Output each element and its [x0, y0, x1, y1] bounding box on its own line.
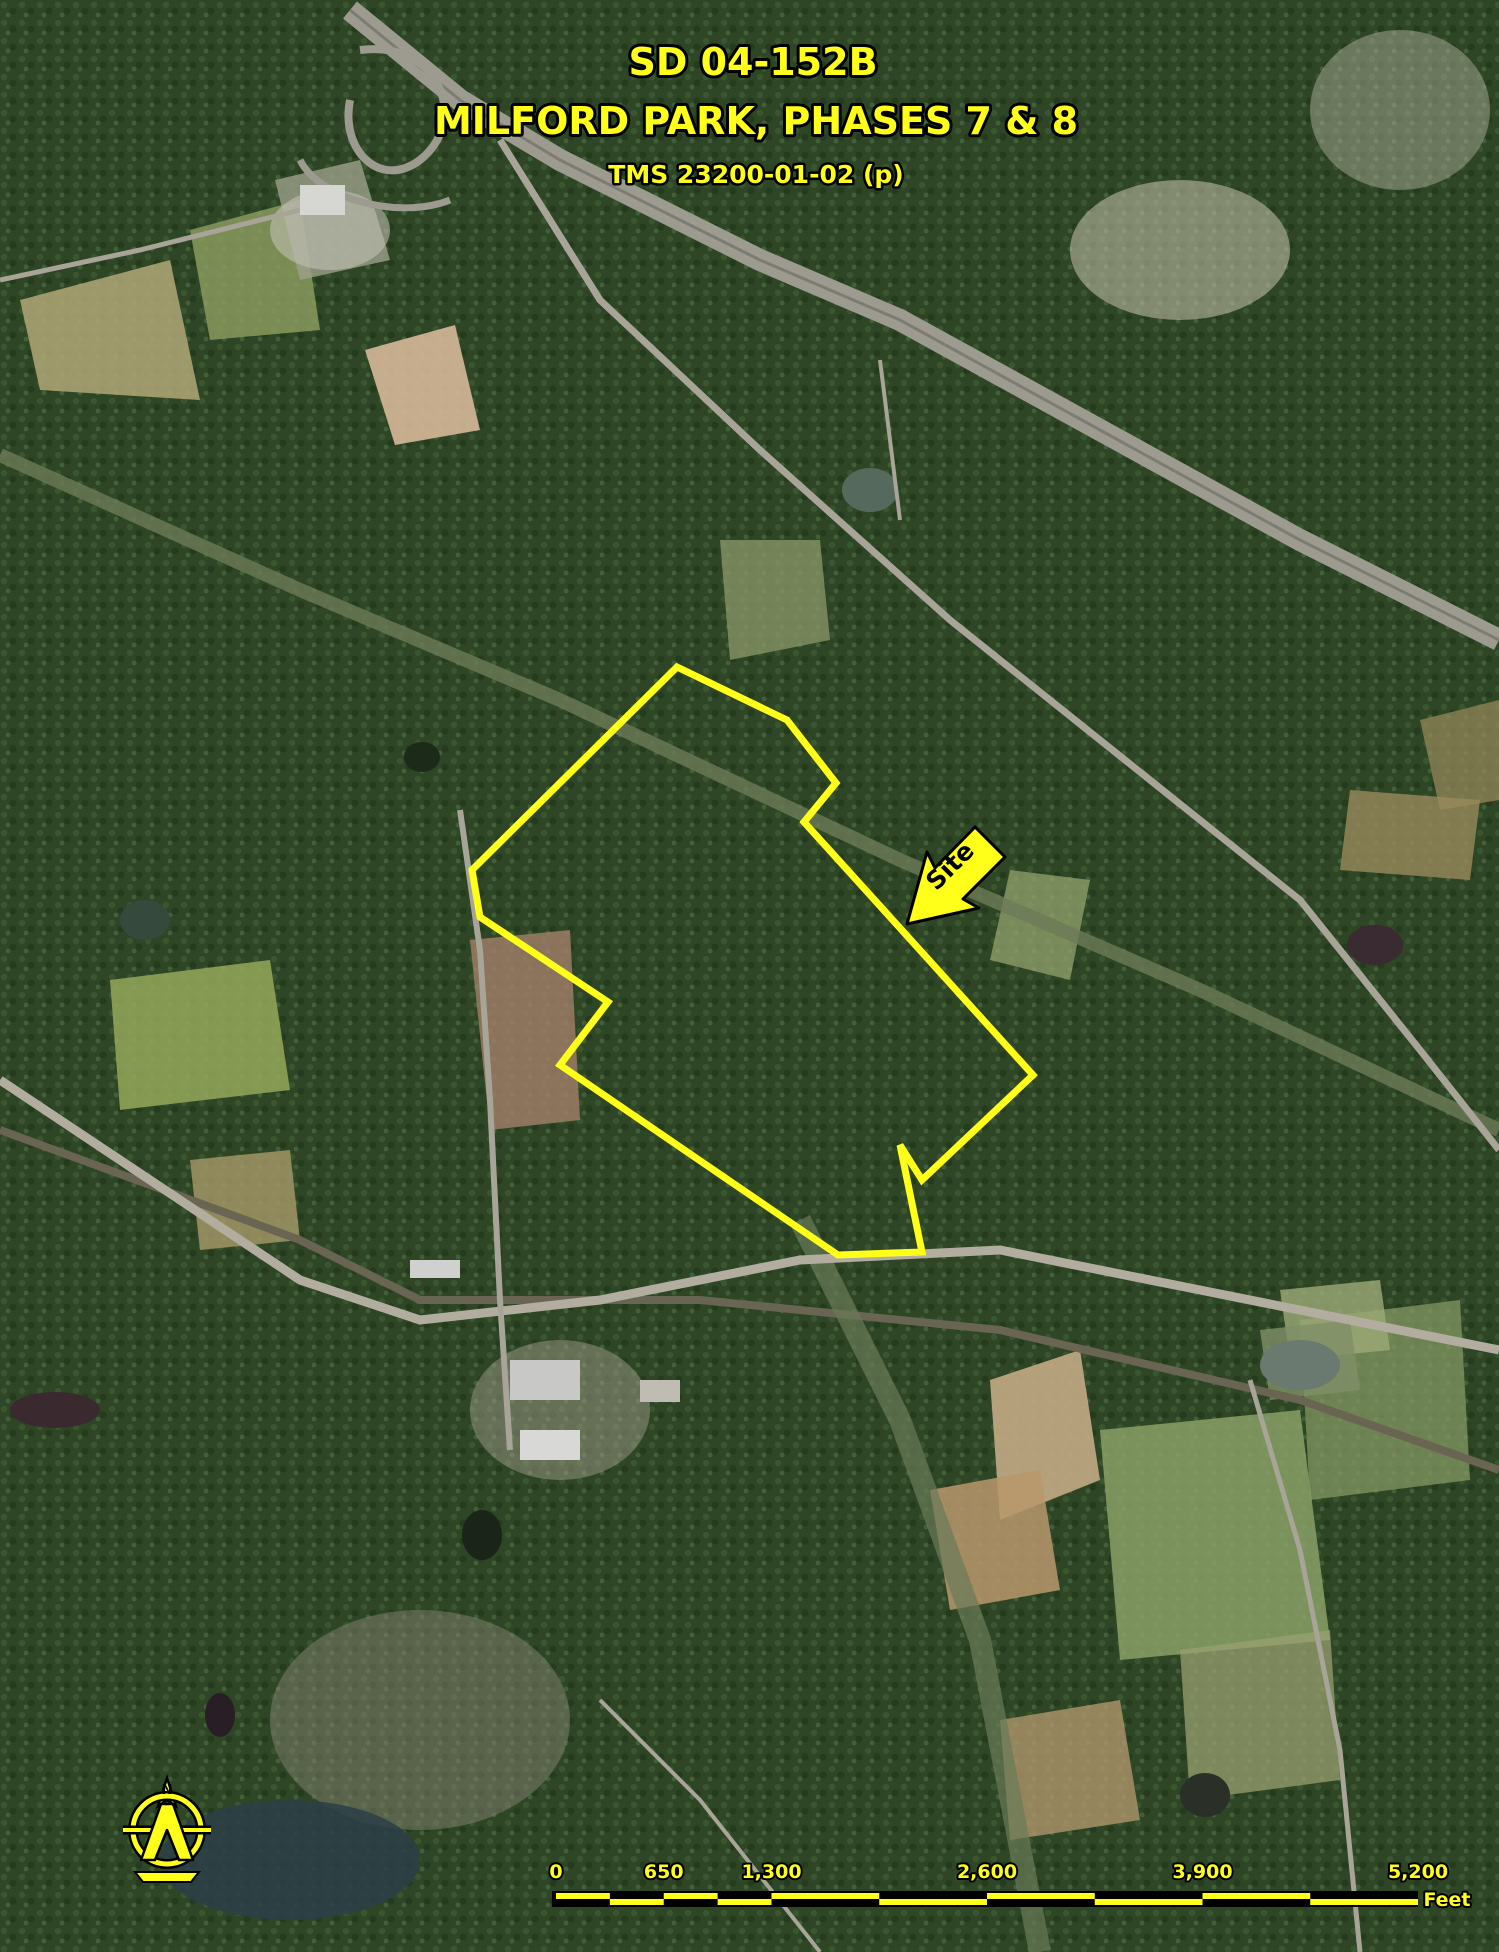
scale-bar: 0 650 1,300 2,600 3,900 5,200 Feet — [547, 1859, 1472, 1913]
title-case-number: SD 04-152B — [628, 40, 877, 84]
scale-label-3900: 3,900 — [1172, 1861, 1232, 1883]
scale-unit: Feet — [1423, 1889, 1470, 1911]
scale-segment — [663, 1893, 718, 1899]
scale-segment — [717, 1899, 772, 1905]
north-letter: N — [162, 1783, 173, 1798]
scale-segment — [1202, 1893, 1311, 1899]
scale-segment — [1094, 1899, 1203, 1905]
scale-label-5200: 5,200 — [1388, 1861, 1448, 1883]
scale-label-0: 0 — [549, 1861, 562, 1883]
scale-segment — [556, 1893, 610, 1899]
site-boundary — [468, 662, 1038, 1259]
scale-segment — [987, 1893, 1095, 1899]
title-tms-number: TMS 23200-01-02 (p) — [608, 160, 903, 189]
scale-segment — [771, 1893, 880, 1899]
scale-label-1300: 1,300 — [741, 1861, 801, 1883]
scale-segment — [1310, 1899, 1418, 1905]
scale-segment — [609, 1899, 664, 1905]
scale-segment — [879, 1899, 987, 1905]
map-title: SD 04-152B MILFORD PARK, PHASES 7 & 8 TM… — [431, 37, 1081, 192]
scale-label-650: 650 — [644, 1861, 684, 1883]
north-arrow: N — [123, 1773, 211, 1883]
scale-label-2600: 2,600 — [957, 1861, 1017, 1883]
site-arrow-icon — [905, 825, 1007, 926]
title-project-name: MILFORD PARK, PHASES 7 & 8 — [434, 99, 1078, 143]
